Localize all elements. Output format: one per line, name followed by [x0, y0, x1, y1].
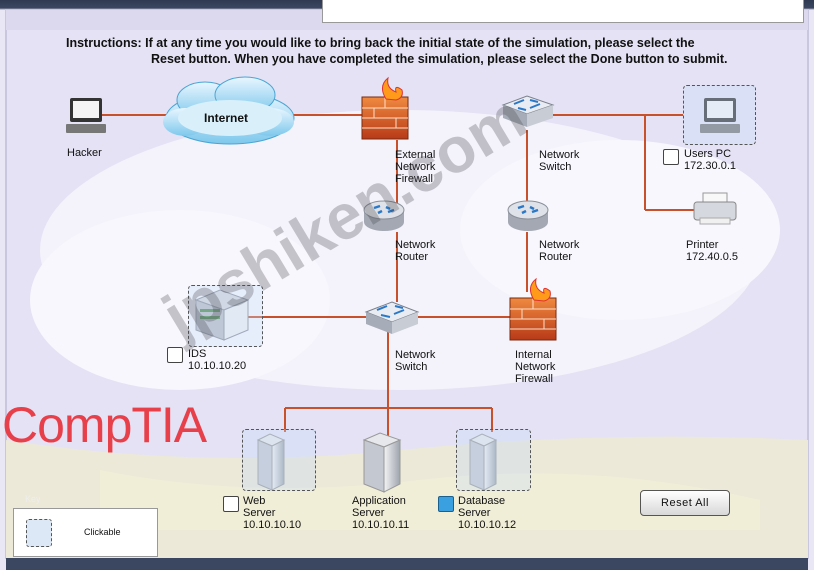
web-server-zone[interactable]: [242, 429, 316, 491]
top-panel: [322, 0, 804, 23]
application-server-name-1: Application: [352, 495, 406, 507]
network-router-left-label: Network Router: [395, 239, 435, 263]
web-server-ip: 10.10.10.10: [243, 519, 302, 531]
external-firewall-icon: [361, 76, 409, 140]
application-server-label: Application Server 10.10.10.11: [352, 495, 409, 531]
switch-mid-label-2: Switch: [395, 361, 428, 373]
instructions-text: Instructions: If at any time you would l…: [66, 35, 786, 67]
external-firewall-label: External Network Firewall: [395, 149, 435, 185]
instructions-line-2: Reset button. When you have completed th…: [151, 52, 728, 66]
database-server-ip: 10.10.10.12: [458, 519, 517, 531]
hacker-label: Hacker: [67, 147, 102, 159]
router-left-label-2: Router: [395, 251, 429, 263]
printer-ip: 172.40.0.5: [686, 251, 738, 263]
network-switch-mid-label: Network Switch: [395, 349, 435, 373]
database-server-label: Database Server 10.10.10.12: [458, 495, 516, 531]
web-server-name-2: Server: [243, 507, 276, 519]
internet-label: Internet: [204, 111, 249, 125]
router-right-label-1: Network: [539, 239, 580, 251]
users-pc-name: Users PC: [684, 148, 732, 160]
users-pc-zone[interactable]: [683, 85, 756, 145]
network-switch-top-label: Network Switch: [539, 149, 579, 173]
printer-name: Printer: [686, 239, 719, 251]
ids-appliance-icon: [194, 289, 250, 341]
network-router-left-icon: [363, 200, 405, 231]
external-firewall-label-3: Firewall: [395, 173, 433, 185]
internet-cloud-icon: [163, 76, 295, 145]
internal-firewall-icon: [509, 277, 557, 341]
users-pc-icon: [700, 98, 740, 133]
internal-firewall-label-2: Network: [515, 361, 556, 373]
key-clickable-label: Clickable: [84, 527, 121, 537]
printer-label: Printer 172.40.0.5: [686, 239, 738, 263]
ids-label: IDS 10.10.10.20: [188, 348, 246, 372]
application-server-icon: [362, 432, 402, 493]
network-router-right-icon: [507, 200, 549, 231]
printer-icon: [693, 192, 737, 225]
switch-top-label-1: Network: [539, 149, 580, 161]
application-server-ip: 10.10.10.11: [352, 519, 410, 531]
external-firewall-label-2: Network: [395, 161, 436, 173]
network-router-right-label: Network Router: [539, 239, 579, 263]
database-server-name-1: Database: [458, 495, 506, 507]
router-left-label-1: Network: [395, 239, 436, 251]
users-pc-label: Users PC 172.30.0.1: [684, 148, 736, 172]
network-switch-mid-icon: [364, 301, 420, 334]
key-title: Key: [25, 494, 41, 504]
ids-name: IDS: [188, 348, 207, 360]
database-server-checkbox[interactable]: [438, 496, 454, 512]
ids-ip: 10.10.10.20: [188, 360, 247, 372]
web-server-name-1: Web: [243, 495, 266, 507]
database-server-icon: [468, 433, 498, 491]
web-server-icon: [256, 433, 286, 491]
instructions-line-1: Instructions: If at any time you would l…: [66, 36, 695, 50]
ids-checkbox[interactable]: [167, 347, 183, 363]
database-server-name-2: Server: [458, 507, 491, 519]
users-pc-ip: 172.30.0.1: [684, 160, 736, 172]
application-server-name-2: Server: [352, 507, 385, 519]
key-legend: Clickable: [13, 508, 158, 557]
router-right-label-2: Router: [539, 251, 573, 263]
internal-firewall-label: Internal Network Firewall: [515, 349, 555, 385]
users-pc-checkbox[interactable]: [663, 149, 679, 165]
web-server-checkbox[interactable]: [223, 496, 239, 512]
external-firewall-label-1: External: [395, 149, 436, 161]
hacker-pc-icon: [66, 98, 106, 133]
internal-firewall-label-1: Internal: [515, 349, 552, 361]
switch-mid-label-1: Network: [395, 349, 436, 361]
comptia-logo: CompTIA: [2, 397, 207, 453]
internal-firewall-label-3: Firewall: [515, 373, 553, 385]
database-server-zone[interactable]: [456, 429, 531, 491]
ids-zone[interactable]: [188, 285, 263, 347]
web-server-label: Web Server 10.10.10.10: [243, 495, 301, 531]
reset-all-button[interactable]: Reset All: [640, 490, 730, 516]
switch-top-label-2: Switch: [539, 161, 572, 173]
clickable-swatch: [26, 519, 52, 547]
network-switch-top-icon: [501, 95, 555, 127]
